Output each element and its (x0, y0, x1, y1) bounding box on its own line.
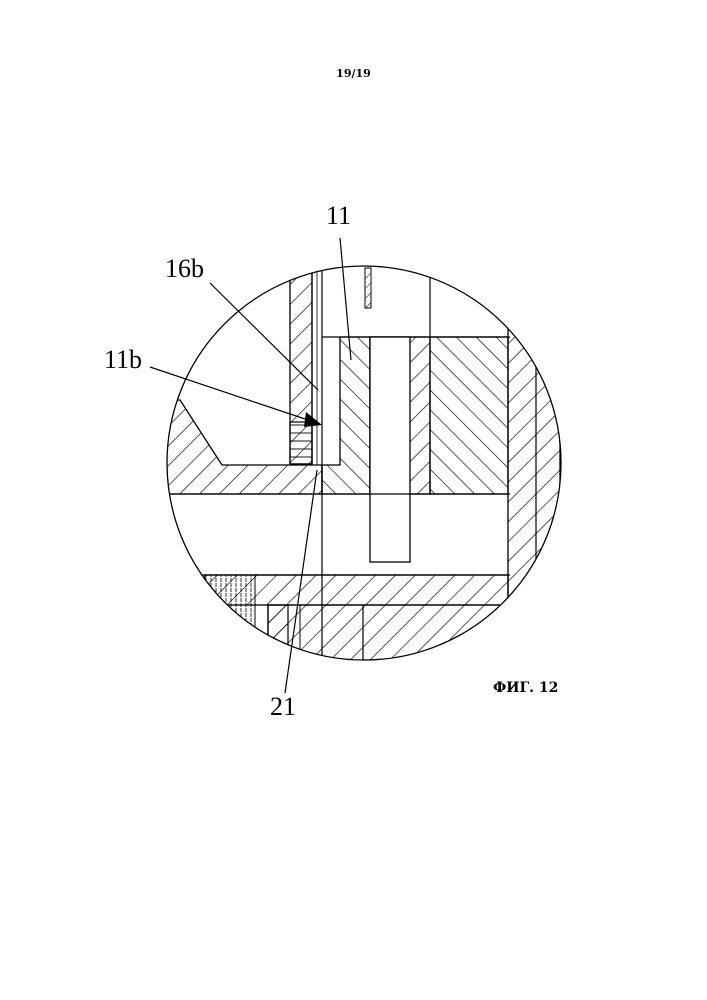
label-11b: 11b (104, 347, 142, 373)
label-21: 21 (270, 694, 296, 720)
part-11 (322, 337, 370, 494)
detail-view-contents (140, 260, 560, 700)
central-slot (370, 337, 410, 562)
label-16b: 16b (165, 256, 204, 282)
bottom-dotted-block (205, 575, 255, 645)
arrowhead-11b (304, 412, 322, 427)
label-11: 11 (326, 203, 351, 229)
figure-caption: ФИГ. 12 (493, 680, 558, 696)
right-block (430, 337, 508, 494)
seal-block (290, 422, 312, 464)
